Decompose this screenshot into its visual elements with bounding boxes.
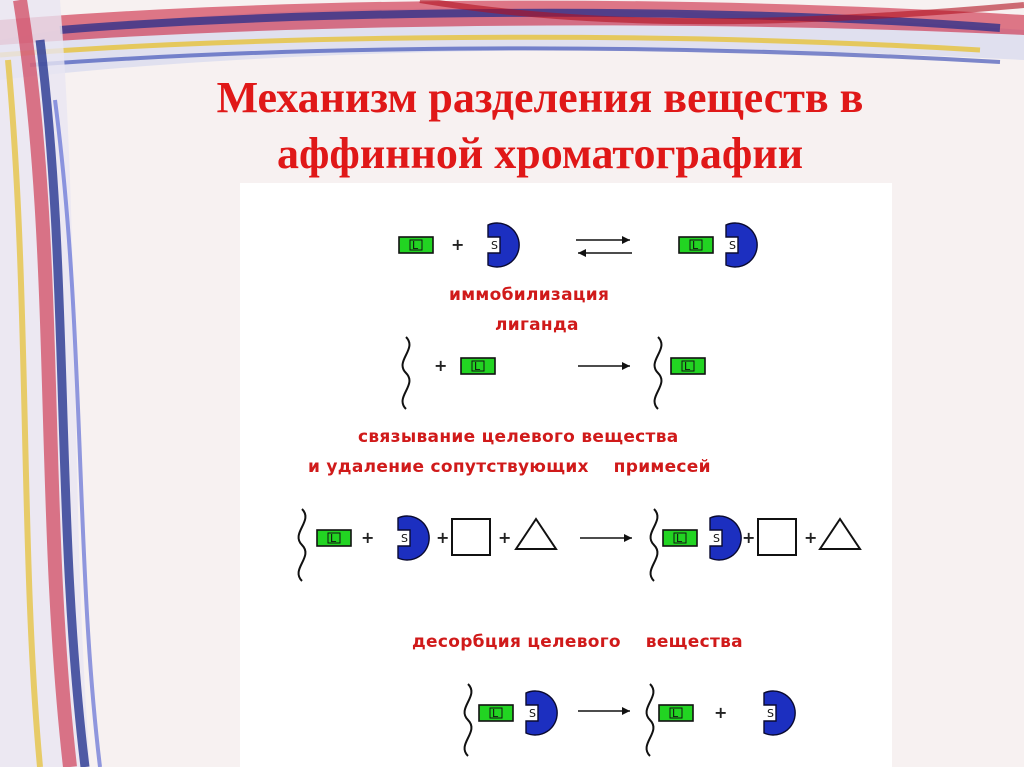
plus-8: + <box>714 703 727 722</box>
slide-title: Механизм разделения веществ в аффинной х… <box>150 70 930 182</box>
arrow-2 <box>580 534 632 542</box>
equilibrium-arrows <box>576 236 632 257</box>
plus-1: + <box>451 235 464 254</box>
ligand-label-8: L <box>672 707 679 720</box>
matrix-3 <box>297 508 307 582</box>
caption-binding-2: и удаление сопутствующих примесей <box>308 457 711 477</box>
plus-6: + <box>742 528 755 547</box>
ligand-label-1: L <box>412 239 419 252</box>
matrix-1 <box>401 336 411 410</box>
ligand-label-6: L <box>676 532 683 545</box>
affinity-chromatography-diagram: L + S L S + L L L + S + <box>297 222 862 757</box>
arrow-3 <box>578 707 630 715</box>
substance-label-5: S <box>529 707 536 720</box>
diagram-panel <box>240 183 892 767</box>
row-1-equilibrium: L + S L S <box>398 222 758 268</box>
ligand-label-5: L <box>330 532 337 545</box>
matrix-5 <box>463 683 473 757</box>
caption-immobilization-1: иммобилизация <box>449 285 610 305</box>
ligand-label-2: L <box>692 239 699 252</box>
plus-2: + <box>434 356 447 375</box>
substance-label-2: S <box>729 239 736 252</box>
row-4-desorption: L S L + S <box>463 683 796 757</box>
matrix-2 <box>653 336 663 410</box>
matrix-4 <box>649 508 659 582</box>
arrow-1 <box>578 362 630 370</box>
ligand-label-7: L <box>492 707 499 720</box>
impurity-triangle-1 <box>514 517 558 550</box>
plus-4: + <box>436 528 449 547</box>
plus-7: + <box>804 528 817 547</box>
substance-label-3: S <box>401 532 408 545</box>
substance-label-4: S <box>713 532 720 545</box>
title-line-2: аффинной хроматографии <box>276 129 804 178</box>
plus-3: + <box>361 528 374 547</box>
plus-5: + <box>498 528 511 547</box>
impurity-square-1 <box>451 518 491 556</box>
caption-immobilization-2: лиганда <box>495 315 579 335</box>
ligand-label-4: L <box>684 360 691 373</box>
impurity-square-2 <box>757 518 797 556</box>
substance-label-1: S <box>491 239 498 252</box>
row-3-binding: L + S + + L S + + <box>297 508 862 582</box>
impurity-triangle-2 <box>818 517 862 550</box>
title-line-1: Механизм разделения веществ в <box>216 73 864 122</box>
caption-binding-1: связывание целевого вещества <box>358 427 679 447</box>
row-2-immobilization: + L L <box>401 336 706 410</box>
matrix-6 <box>645 683 655 757</box>
caption-desorption: десорбция целевого вещества <box>412 632 743 652</box>
substance-label-6: S <box>767 707 774 720</box>
ligand-label-3: L <box>474 360 481 373</box>
